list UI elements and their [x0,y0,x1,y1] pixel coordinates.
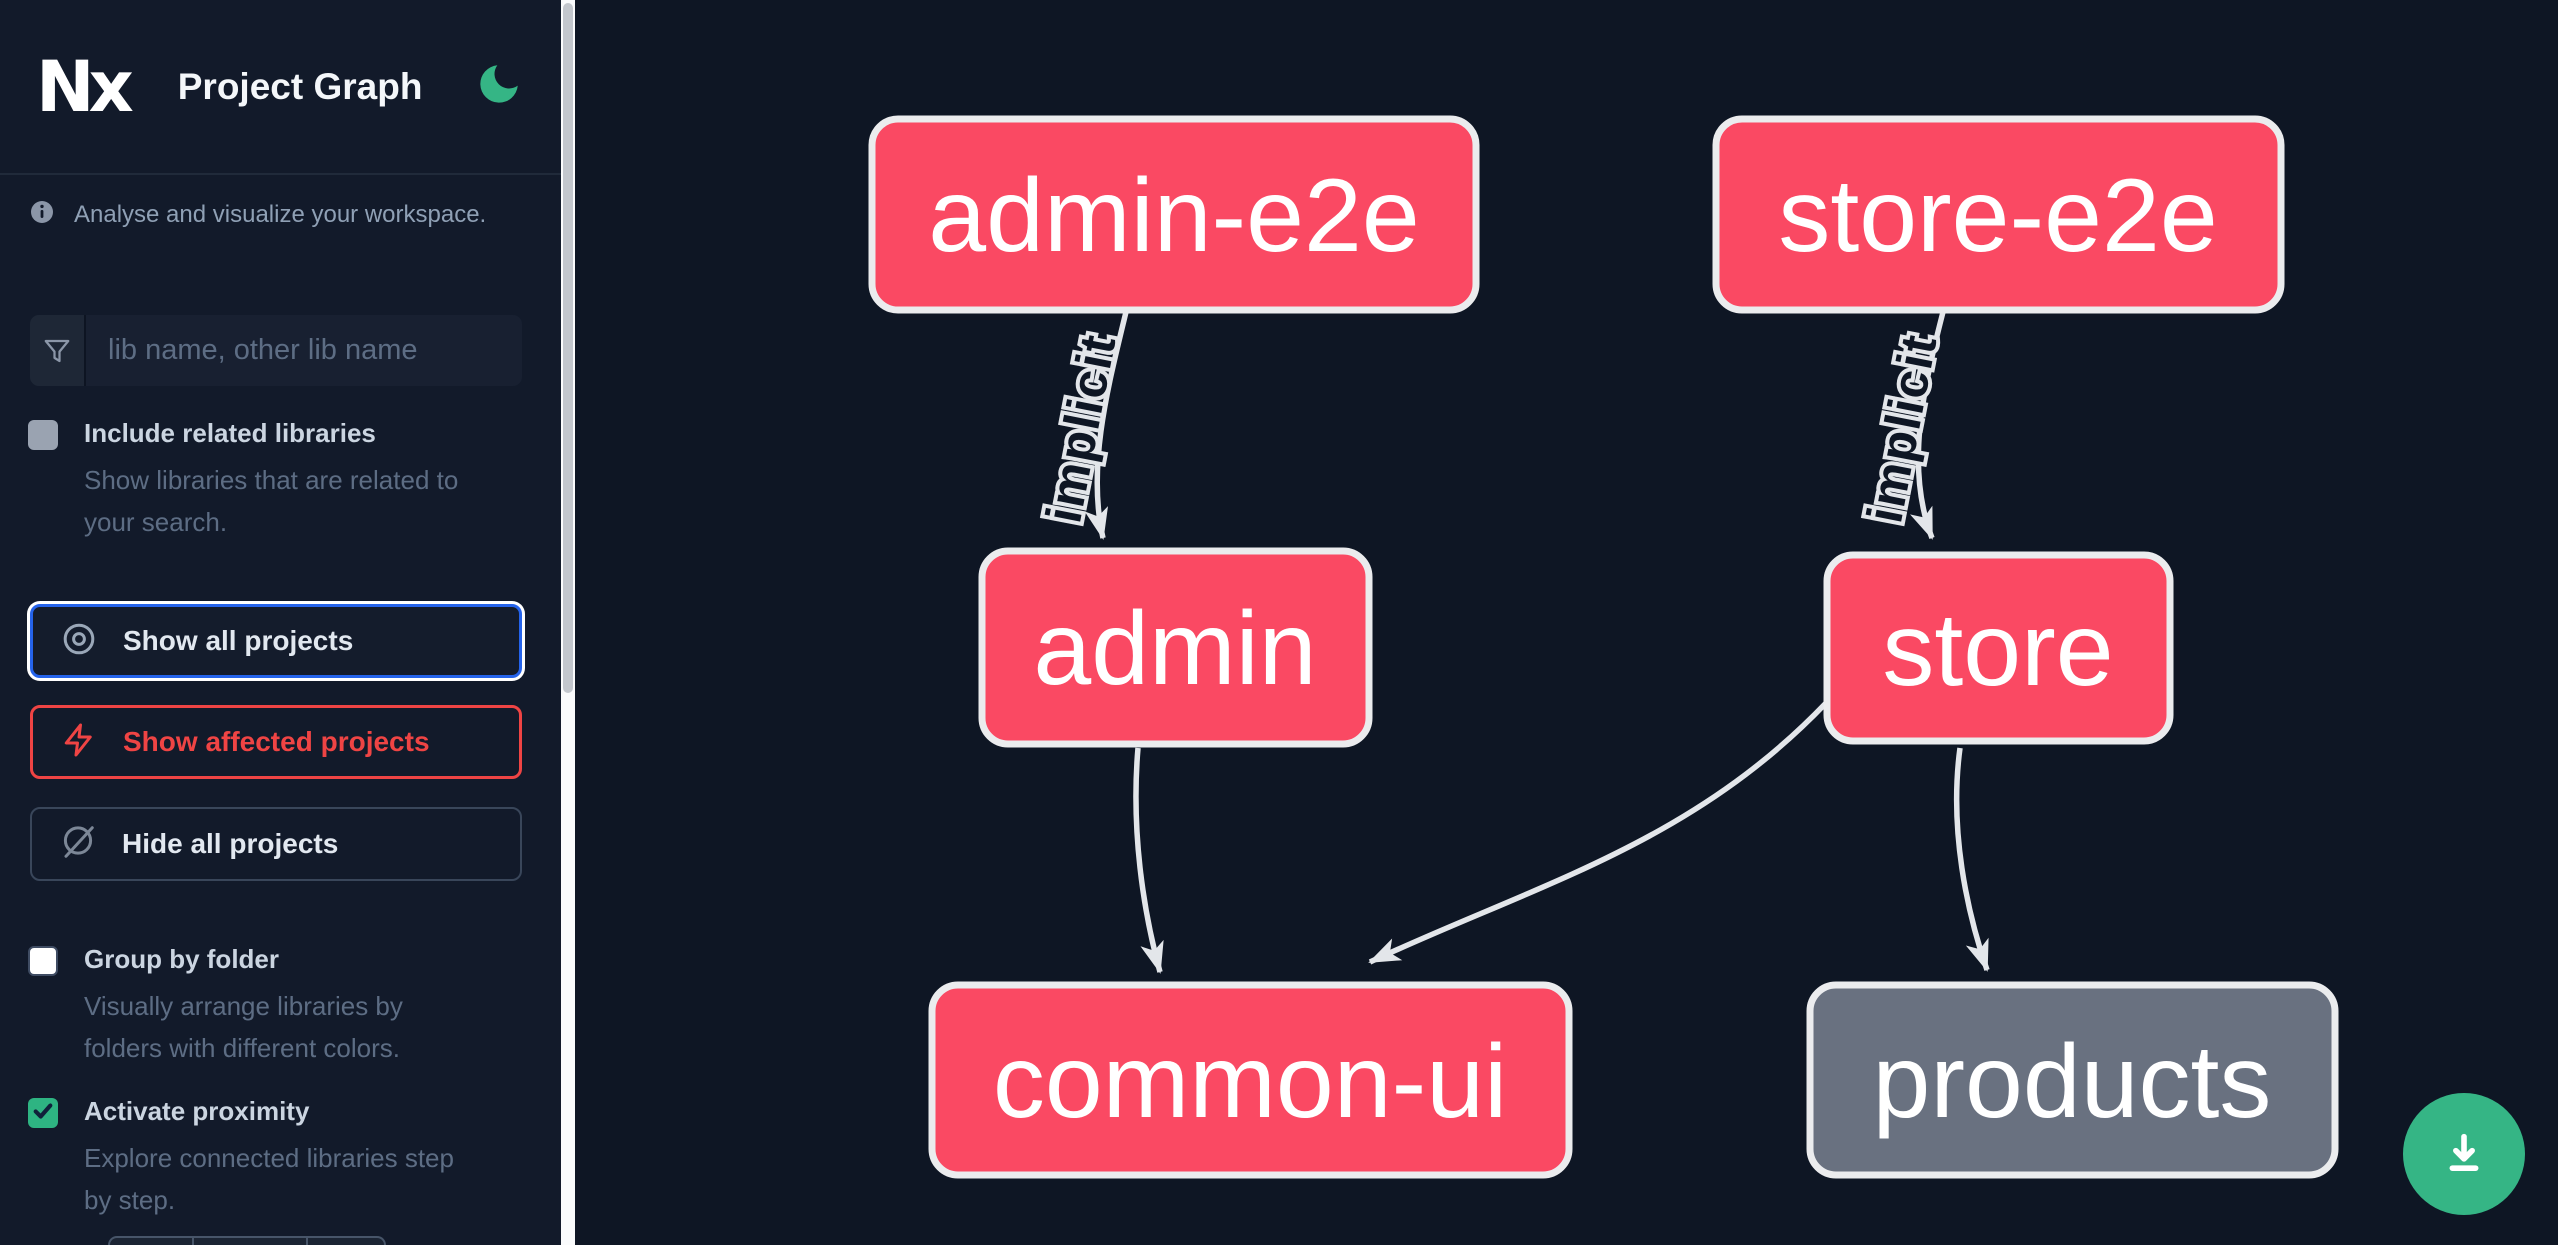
node-common-ui[interactable]: common-ui [928,981,1573,1179]
check-icon [32,1100,54,1127]
node-label: store-e2e [1778,158,2217,274]
button-label: Show affected projects [123,726,430,757]
search-input[interactable] [86,315,522,386]
node-admin[interactable]: admin [978,547,1373,748]
download-icon [2436,1125,2492,1184]
toggle-label: Include related libraries [84,418,376,448]
edge-admin-e2e-admin [1084,311,1129,540]
toggle-include-related[interactable]: Include related libraries Show libraries… [28,418,533,543]
show-affected-projects-button[interactable]: Show affected projects [30,705,522,779]
toggle-label: Activate proximity [84,1096,310,1126]
toggle-activate-proximity[interactable]: Activate proximity Explore connected lib… [28,1096,533,1221]
node-label: store [1882,592,2113,708]
proximity-depth-control[interactable] [108,1236,386,1245]
sidebar-scrollbar[interactable] [561,0,575,1245]
edge-store-products [1953,747,1990,972]
checkbox-activate-proximity[interactable] [28,1098,58,1128]
node-products[interactable]: products [1806,981,2339,1179]
bolt-icon [61,722,97,763]
download-image-button[interactable] [2403,1093,2525,1215]
edge-label-implicit: implicit [1035,329,1126,527]
toggle-label: Group by folder [84,944,279,974]
workspace-tagline: Analyse and visualize your workspace. [74,200,487,228]
show-all-projects-button[interactable]: Show all projects [30,604,522,678]
toggle-description: Explore connected libraries step by step… [84,1143,454,1215]
info-icon [30,200,54,229]
edge-admin-common-ui [1133,747,1164,974]
segment-button[interactable] [192,1238,306,1245]
nx-logo: Nx [36,45,134,128]
hide-all-projects-button[interactable]: Hide all projects [30,807,522,881]
node-store-e2e[interactable]: store-e2e [1712,115,2285,314]
edge-store-common-ui [1368,701,1828,965]
button-label: Show all projects [123,625,354,656]
filter-icon [30,315,86,386]
node-label: common-ui [993,1024,1507,1140]
node-label: admin [1033,591,1316,707]
checkbox-include-related[interactable] [28,420,58,450]
sidebar: Nx Project Graph Analyse and visualize y… [0,0,561,1245]
toggle-description: Show libraries that are related to your … [84,465,459,537]
edge-label-implicit: implicit [1856,329,1947,527]
project-graph-canvas[interactable]: implicit implicit admin-e2e store-e2e ad… [575,0,2558,1245]
button-label: Hide all projects [122,828,339,859]
node-label: admin-e2e [928,158,1419,274]
checkbox-group-by-folder[interactable] [28,946,58,976]
segment-button[interactable] [306,1238,384,1245]
node-store[interactable]: store [1823,551,2174,745]
sidebar-header: Nx Project Graph [0,0,561,175]
edge-store-e2e-store [1910,311,1946,540]
dependency-graph: implicit implicit admin-e2e store-e2e ad… [868,115,2339,1179]
graph-nodes: admin-e2e store-e2e admin store common-u… [868,115,2339,1179]
toggle-group-by-folder[interactable]: Group by folder Visually arrange librari… [28,944,533,1069]
toggle-description: Visually arrange libraries by folders wi… [84,991,403,1063]
sidebar-scrollbar-thumb[interactable] [563,3,573,693]
workspace-info: Analyse and visualize your workspace. [30,200,530,229]
theme-toggle-button[interactable] [473,61,525,113]
moon-icon [474,59,524,114]
node-label: products [1873,1024,2272,1140]
page-title: Project Graph [177,65,423,107]
eye-off-icon [60,824,96,865]
eye-icon [61,621,97,662]
node-admin-e2e[interactable]: admin-e2e [868,115,1480,314]
search-bar [30,315,522,386]
segment-button[interactable] [110,1238,192,1245]
